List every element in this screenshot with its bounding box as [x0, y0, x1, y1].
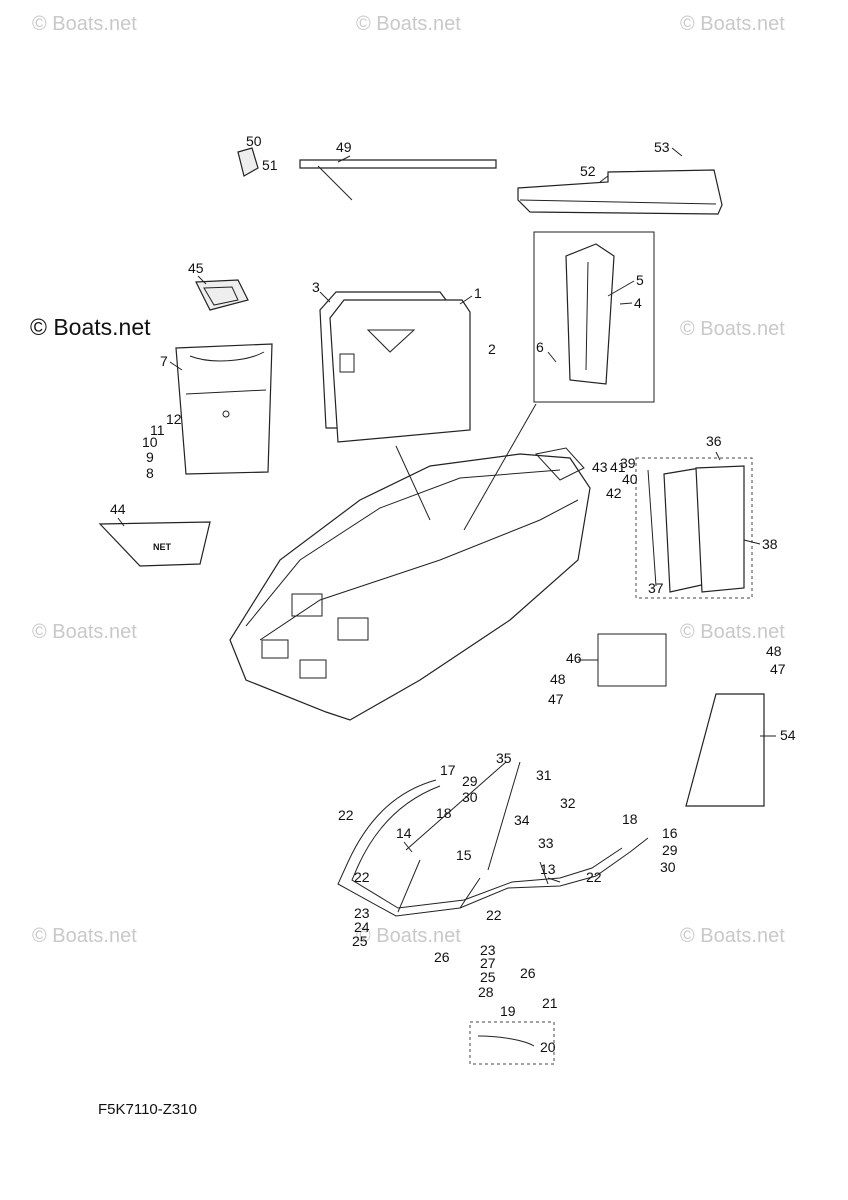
callout-43: 43 [592, 459, 608, 475]
callout-22: 22 [586, 869, 602, 885]
callout-47: 47 [770, 661, 786, 677]
callout-15: 15 [456, 847, 472, 863]
net-panel: NET [98, 521, 211, 567]
net-label: NET [153, 542, 172, 552]
callout-11: 11 [150, 422, 165, 438]
watermark: © Boats.net [356, 925, 461, 947]
callout-44: 44 [110, 501, 126, 517]
callout-25: 25 [352, 933, 368, 949]
callout-numbers: 1 2 3 4 5 6 7 8 9 10 11 12 13 14 15 16 1… [110, 133, 796, 1055]
callout-23: 23 [480, 942, 496, 958]
callout-3: 3 [312, 279, 320, 295]
callout-34: 34 [514, 812, 530, 828]
door-panel [319, 291, 471, 443]
callout-16: 16 [662, 825, 678, 841]
callout-30: 30 [462, 789, 478, 805]
callout-52: 52 [580, 163, 596, 179]
watermark: © Boats.net [356, 13, 461, 35]
callout-47: 47 [548, 691, 564, 707]
callout-12: 12 [166, 411, 182, 427]
callout-18: 18 [622, 811, 638, 827]
callout-26: 26 [434, 949, 450, 965]
trim-detail [469, 1021, 555, 1065]
windshield [337, 761, 649, 917]
rod-assembly [237, 147, 497, 201]
callout-19: 19 [500, 1003, 516, 1019]
callout-26: 26 [520, 965, 536, 981]
diagram-code: F5K7110-Z310 [98, 1101, 197, 1118]
callout-7: 7 [160, 353, 168, 369]
callout-18: 18 [436, 805, 452, 821]
callout-22: 22 [338, 807, 354, 823]
callout-48: 48 [766, 643, 782, 659]
callout-8: 8 [146, 465, 154, 481]
callout-39: 39 [620, 455, 636, 471]
callout-28: 28 [478, 984, 494, 1000]
callout-27: 27 [480, 955, 496, 971]
cup-holder [195, 279, 249, 311]
callout-51: 51 [262, 157, 278, 173]
watermark: © Boats.net [32, 621, 137, 643]
callout-24: 24 [354, 919, 370, 935]
watermark: © Boats.net [32, 925, 137, 947]
watermark: © Boats.net [32, 13, 137, 35]
cover-strip [517, 169, 723, 215]
cover-panel [685, 693, 765, 807]
callout-13: 13 [540, 861, 556, 877]
callout-48: 48 [550, 671, 566, 687]
callout-36: 36 [706, 433, 722, 449]
callout-49: 49 [336, 139, 352, 155]
callout-1: 1 [474, 285, 482, 301]
callout-33: 33 [538, 835, 554, 851]
watermark: © Boats.net [680, 925, 785, 947]
callout-38: 38 [762, 536, 778, 552]
storage-box [175, 343, 273, 475]
callout-54: 54 [780, 727, 796, 743]
callout-4: 4 [634, 295, 642, 311]
watermark: © Boats.net [680, 621, 785, 643]
callout-14: 14 [396, 825, 412, 841]
callout-31: 31 [536, 767, 552, 783]
callout-9: 9 [146, 449, 154, 465]
callout-22: 22 [486, 907, 502, 923]
callout-50: 50 [246, 133, 262, 149]
callout-6: 6 [536, 339, 544, 355]
watermark: © Boats.net [680, 13, 785, 35]
callout-2: 2 [488, 341, 496, 357]
watermark: © Boats.net [30, 314, 151, 340]
callout-41: 41 [610, 459, 626, 475]
watermark: © Boats.net [680, 318, 785, 340]
callout-5: 5 [636, 272, 644, 288]
callout-29: 29 [462, 773, 478, 789]
callout-46: 46 [566, 650, 582, 666]
boat-hull [229, 403, 591, 721]
callout-30: 30 [660, 859, 676, 875]
callout-45: 45 [188, 260, 204, 276]
callout-23: 23 [354, 905, 370, 921]
callout-20: 20 [540, 1039, 556, 1055]
leader-lines [117, 147, 776, 883]
inset-detail [533, 231, 655, 403]
callout-37: 37 [648, 580, 664, 596]
callout-21: 21 [542, 995, 558, 1011]
callout-25: 25 [480, 969, 496, 985]
callout-53: 53 [654, 139, 670, 155]
callout-22: 22 [354, 869, 370, 885]
frame-panel [597, 633, 667, 687]
hatch-assembly [635, 457, 753, 599]
callout-29: 29 [662, 842, 678, 858]
callout-40: 40 [622, 471, 638, 487]
callout-32: 32 [560, 795, 576, 811]
callout-35: 35 [496, 750, 512, 766]
callout-42: 42 [606, 485, 622, 501]
callout-10: 10 [142, 434, 158, 450]
callout-17: 17 [440, 762, 456, 778]
